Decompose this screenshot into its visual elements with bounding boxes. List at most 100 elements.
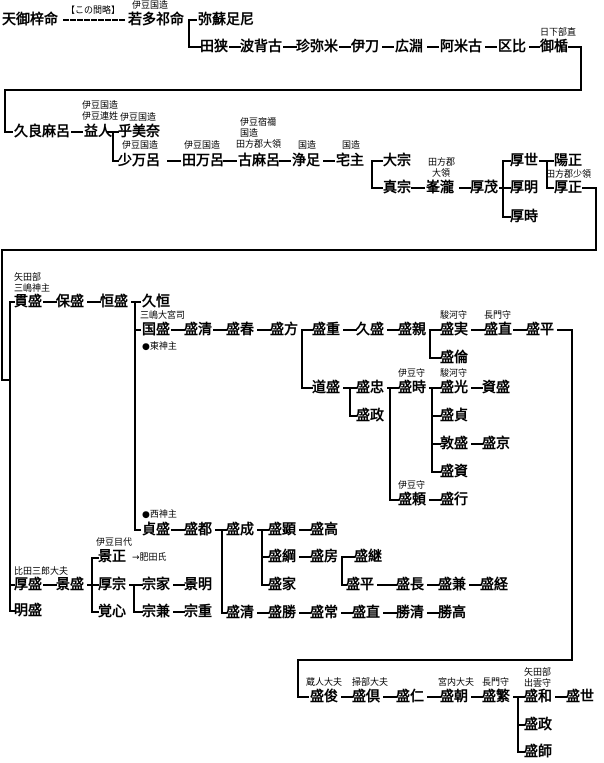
person-morikiyo2: 盛清	[226, 605, 254, 621]
person-moritomo: 盛朝	[440, 689, 468, 705]
person-morimitsu: 盛光	[440, 380, 468, 396]
person-moriken: 盛顕	[268, 522, 296, 538]
person-tasa: 田狭	[200, 39, 228, 55]
title-masuhito-2: 伊豆連姓	[82, 112, 119, 122]
person-ito: 伊刀	[351, 39, 379, 55]
person-minetaki: 峯瀧	[426, 180, 454, 196]
label-hida: →肥田氏	[132, 553, 167, 563]
person-sadamori: 貞盛	[142, 522, 170, 538]
person-hisatsune: 久恒	[142, 294, 170, 310]
person-omune: 大宗	[383, 153, 411, 169]
title-morimitsu: 駿河守	[440, 369, 468, 379]
title-shomanro: 伊豆国造	[122, 141, 159, 151]
person-kouminu: 乎美奈	[118, 124, 160, 140]
person-morishige2: 盛繁	[482, 689, 510, 705]
person-kuramaro: 久良麻呂	[14, 124, 70, 140]
person-morifusa: 盛房	[310, 549, 338, 565]
title-moritoki: 伊豆守	[398, 369, 426, 379]
title-minetaki-2: 大領	[432, 169, 451, 179]
person-amenomine: 天御梓命	[2, 12, 58, 28]
person-atsuyo: 厚世	[510, 153, 538, 169]
person-kuhi: 区比	[498, 39, 526, 55]
person-sanemune: 真宗	[383, 180, 411, 196]
person-tsuramori: 貫盛	[14, 294, 42, 310]
person-morisuke: 盛資	[440, 464, 468, 480]
title-moriwa-1: 矢田部	[524, 668, 552, 678]
title-jousoku: 国造	[298, 141, 317, 151]
title-atsumasa: 田方郡少領	[546, 170, 592, 180]
person-sukemori: 資盛	[482, 380, 510, 396]
person-yasoashi: 弥蘇足尼	[198, 12, 254, 28]
person-amiko: 阿米古	[440, 39, 482, 55]
person-morinao2: 盛直	[352, 605, 380, 621]
person-atsushige: 厚茂	[470, 180, 498, 196]
person-hisamori: 久盛	[356, 322, 384, 338]
person-moritada: 盛忠	[356, 380, 384, 396]
person-katsukiyo: 勝清	[396, 605, 424, 621]
person-moritoshi: 盛俊	[310, 689, 338, 705]
person-michimori: 道盛	[312, 380, 340, 396]
person-yomasa: 陽正	[554, 153, 582, 169]
person-chinmai: 珍弥米	[296, 39, 338, 55]
title-morishige2: 長門守	[482, 678, 510, 688]
person-morikane: 盛兼	[438, 577, 466, 593]
title-kunimori: 三嶋大宮司	[140, 311, 186, 321]
person-morinori: 盛倫	[440, 350, 468, 366]
person-kagemasa: 景正	[98, 549, 126, 565]
title-moriyori: 伊豆守	[398, 481, 426, 491]
person-atsumune: 厚宗	[98, 577, 126, 593]
title-takemune: 国造	[342, 141, 361, 151]
person-moriyori: 盛頼	[398, 492, 426, 508]
person-jousoku: 浄足	[292, 153, 320, 169]
title-atsumori2: 比田三郎大夫	[14, 567, 69, 577]
person-morinaga: 盛長	[396, 577, 424, 593]
person-morikatsu: 盛勝	[268, 605, 296, 621]
title-tsuramori-1: 矢田部	[14, 273, 42, 283]
title-kagemasa: 伊豆目代	[96, 538, 133, 548]
person-moritsu: 盛都	[184, 522, 212, 538]
person-atsumasa: 厚正	[554, 180, 582, 196]
person-morishige: 盛重	[312, 322, 340, 338]
person-morihira: 盛平	[526, 322, 554, 338]
person-morinari: 盛成	[226, 522, 254, 538]
person-atsumori: 敦盛	[440, 436, 468, 452]
person-morikata: 盛方	[270, 322, 298, 338]
person-moriyuki: 盛行	[440, 492, 468, 508]
person-moritsune: 盛経	[480, 577, 508, 593]
person-moritsugu: 盛継	[354, 549, 382, 565]
title-moriwa-2: 出雲守	[524, 679, 552, 689]
person-tsunemori: 恒盛	[100, 294, 128, 310]
person-kageaki: 景明	[184, 577, 212, 593]
person-moritaka: 盛高	[310, 522, 338, 538]
person-kunimori: 国盛	[142, 322, 170, 338]
person-muneie: 宗家	[142, 577, 170, 593]
person-moritsuna: 盛綱	[268, 549, 296, 565]
title-morizane: 駿河守	[440, 311, 468, 321]
person-kagemori: 景盛	[56, 577, 84, 593]
person-moriie: 盛家	[268, 577, 296, 593]
title-mitate: 日下部直	[540, 28, 577, 38]
person-moritoki: 盛時	[398, 380, 426, 396]
label-nishi: ●西神主	[142, 510, 177, 520]
person-akimori: 明盛	[14, 603, 42, 619]
title-masuhito-1: 伊豆国造	[82, 101, 119, 111]
person-morimasa: 盛政	[356, 408, 384, 424]
person-yasumori: 保盛	[56, 294, 84, 310]
person-munekane: 宗兼	[142, 604, 170, 620]
person-morinao: 盛直	[484, 322, 512, 338]
person-masuhito: 益人	[84, 124, 112, 140]
person-komaro: 古麻呂	[238, 153, 280, 169]
person-moriwa: 盛和	[524, 689, 552, 705]
omitted-note: 【この間略】	[66, 6, 121, 16]
person-morisada: 盛貞	[440, 408, 468, 424]
person-morinori2: 盛倶	[352, 689, 380, 705]
person-katsutaka: 勝高	[438, 605, 466, 621]
person-morihira2: 盛平	[346, 577, 374, 593]
person-moritsune2: 盛常	[310, 605, 338, 621]
title-tamanro: 伊豆国造	[184, 141, 221, 151]
title-kouminu: 伊豆国造	[120, 113, 157, 123]
title-komaro-3: 田方郡大領	[236, 140, 282, 150]
person-atsumori2: 厚盛	[14, 577, 42, 593]
person-morihito: 盛仁	[396, 689, 424, 705]
